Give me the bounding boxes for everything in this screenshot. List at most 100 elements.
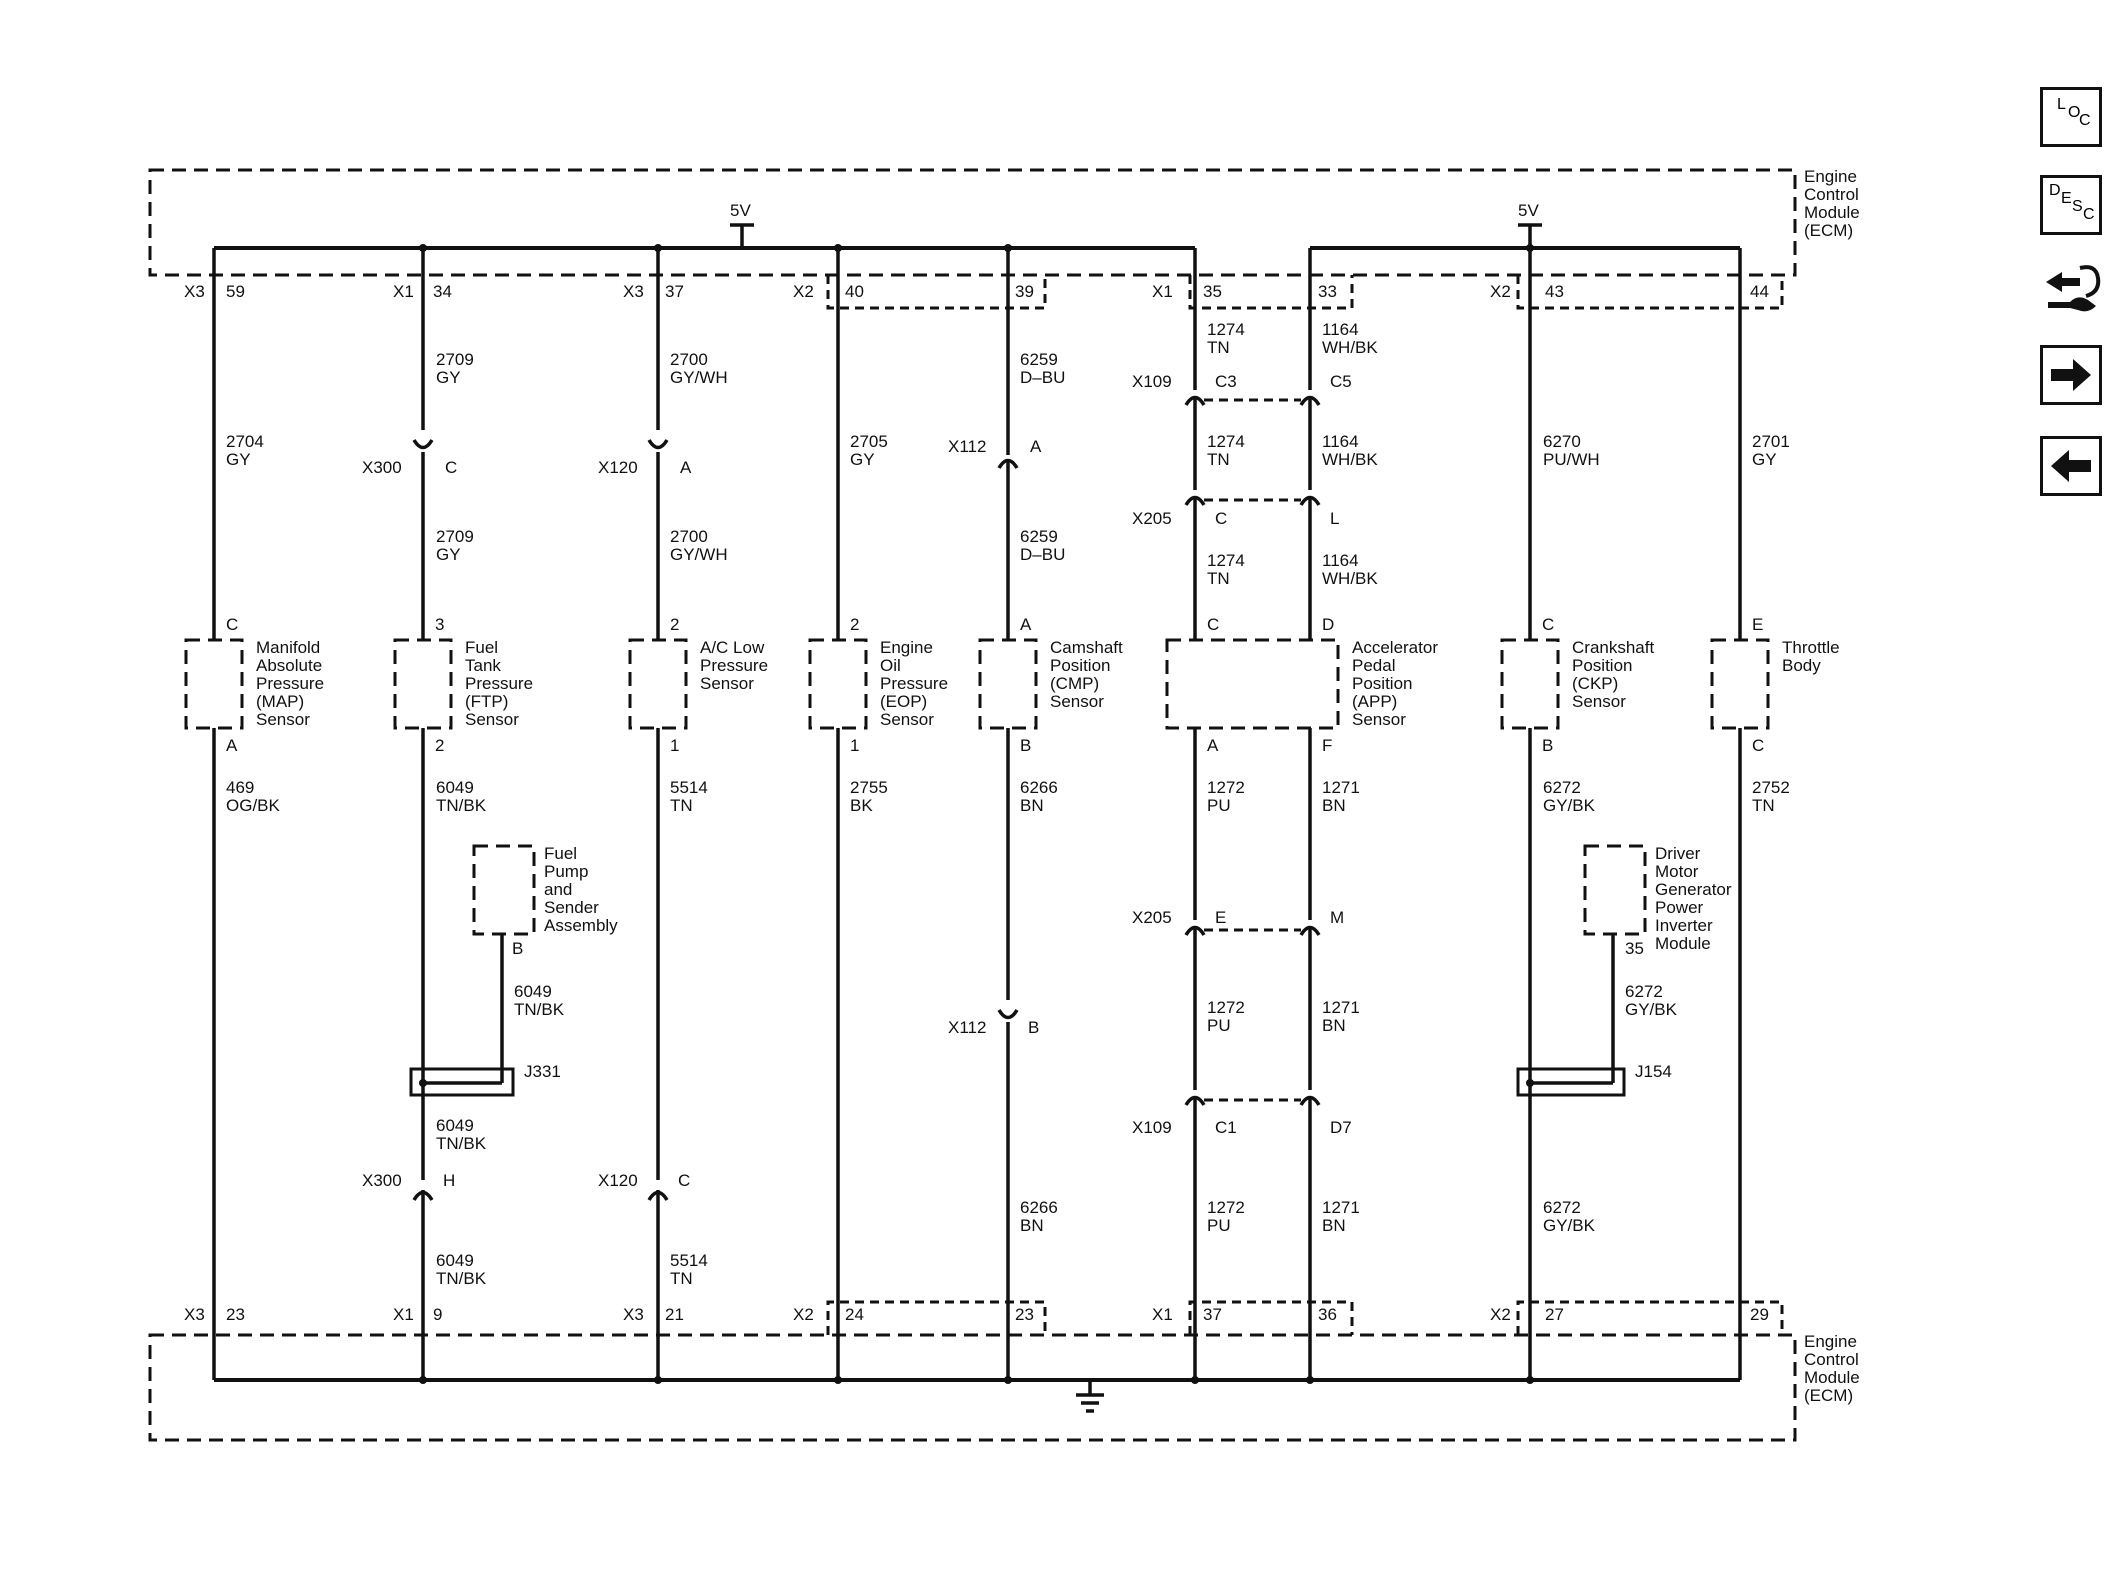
wire-color: WH/BK <box>1322 338 1378 357</box>
cmp-name: (CMP) <box>1050 674 1099 693</box>
pin-label: 37 <box>665 282 684 301</box>
wire-color: WH/BK <box>1322 569 1378 588</box>
wire-circuit: 1274 <box>1207 432 1245 451</box>
wire-circuit: 6259 <box>1020 350 1058 369</box>
dmgpim-name: Module <box>1655 934 1711 953</box>
wire-color: GY <box>1752 450 1777 469</box>
wire-color: GY <box>436 368 461 387</box>
app-pin-top: C <box>1207 615 1219 634</box>
connector-wrench-button[interactable] <box>2040 258 2102 318</box>
tb-circuit: 2701 GY E C Throttle Body 2752 TN <box>1710 248 1840 1380</box>
pin-l: L <box>1330 509 1339 528</box>
conn-label: X3 <box>623 282 644 301</box>
wire-circuit: 1272 <box>1207 1198 1245 1217</box>
eop-name: (EOP) <box>880 692 927 711</box>
wire-color: PU <box>1207 1216 1231 1235</box>
wire-color: TN/BK <box>436 1134 487 1153</box>
wire-circuit: 2709 <box>436 527 474 546</box>
ckp-pin-top: C <box>1542 615 1554 634</box>
pin-h: H <box>443 1171 455 1190</box>
x120-label: X120 <box>598 458 638 477</box>
ac-name: A/C Low <box>700 638 765 657</box>
pin-d7: D7 <box>1330 1118 1352 1137</box>
app-pin-bottom: A <box>1207 736 1219 755</box>
wire-color: TN <box>1207 338 1230 357</box>
cmp-pin-bottom: B <box>1020 736 1031 755</box>
tb-name: Body <box>1782 656 1821 675</box>
wire-circuit: 1272 <box>1207 778 1245 797</box>
pin-label: 59 <box>226 282 245 301</box>
wire-circuit: 6266 <box>1020 778 1058 797</box>
wire-circuit: 1164 <box>1322 320 1359 339</box>
wire-color: GY <box>850 450 875 469</box>
ecm-label-top-2: Control <box>1804 185 1859 204</box>
wire-circuit: 5514 <box>670 778 708 797</box>
previous-button[interactable] <box>2040 436 2102 496</box>
x109-label: X109 <box>1132 1118 1172 1137</box>
map-pin-bottom: A <box>226 736 238 755</box>
pin-label: 33 <box>1318 282 1337 301</box>
pin-label: 35 <box>1203 282 1222 301</box>
supply-5v-right: 5V <box>1518 201 1542 248</box>
conn-label: X2 <box>793 1305 814 1324</box>
wire-circuit: 6049 <box>436 1116 474 1135</box>
wire-color: BN <box>1322 796 1346 815</box>
eop-pin-top: 2 <box>850 615 859 634</box>
app-name: Sensor <box>1352 710 1406 729</box>
wire-circuit: 1274 <box>1207 551 1245 570</box>
next-button[interactable] <box>2040 345 2102 405</box>
ac-pin-bottom: 1 <box>670 736 679 755</box>
fuel-pump-pin: B <box>512 939 523 958</box>
x205-label: X205 <box>1132 509 1172 528</box>
wire-color: TN <box>1752 796 1775 815</box>
pin-c5: C5 <box>1330 372 1352 391</box>
wire-circuit: 2700 <box>670 527 708 546</box>
wire-color: PU <box>1207 796 1231 815</box>
ftp-pin-bottom: 2 <box>435 736 444 755</box>
pin-label: 24 <box>845 1305 864 1324</box>
connector-wrench-icon <box>2046 265 2101 312</box>
wire-circuit: 6270 <box>1543 432 1581 451</box>
pin-label: 9 <box>433 1305 442 1324</box>
pin-label: 43 <box>1545 282 1564 301</box>
wire-circuit: 1274 <box>1207 320 1245 339</box>
ftp-name: Sensor <box>465 710 519 729</box>
desc-button[interactable]: D E S C <box>2040 175 2102 235</box>
ckp-circuit: 6270 PU/WH C B Crankshaft Position (CKP)… <box>1500 248 1732 1380</box>
pin-b: B <box>1028 1018 1039 1037</box>
wire-circuit: 6266 <box>1020 1198 1058 1217</box>
wire-color: GY/WH <box>670 368 728 387</box>
desc-icon: D E S C <box>2049 182 2095 223</box>
tb-name: Throttle <box>1782 638 1840 657</box>
pin-m: M <box>1330 908 1344 927</box>
conn-label: X3 <box>184 282 205 301</box>
pin-label: 23 <box>226 1305 245 1324</box>
pin-label: 27 <box>1545 1305 1564 1324</box>
wire-color: TN <box>1207 450 1230 469</box>
app-name: Pedal <box>1352 656 1395 675</box>
fuel-pump-name: and <box>544 880 572 899</box>
conn-label: X2 <box>793 282 814 301</box>
app-name: (APP) <box>1352 692 1397 711</box>
pin-label: 37 <box>1203 1305 1222 1324</box>
wire-circuit: 6259 <box>1020 527 1058 546</box>
ecm-label-top-3: Module <box>1804 203 1860 222</box>
map-name: Sensor <box>256 710 310 729</box>
app-name: Accelerator <box>1352 638 1438 657</box>
ftp-name: Fuel <box>465 638 498 657</box>
pin-label: 36 <box>1318 1305 1337 1324</box>
pin-a: A <box>1030 437 1042 456</box>
map-circuit: 2704 GY 469 OG/BK C A Manifold Absolute … <box>184 248 324 1380</box>
dmgpim-name: Power <box>1655 898 1704 917</box>
eop-name: Oil <box>880 656 901 675</box>
wire-circuit: 2709 <box>436 350 474 369</box>
wire-circuit: 2704 <box>226 432 264 451</box>
pin-label: 40 <box>845 282 864 301</box>
wire-circuit: 6049 <box>436 1251 474 1270</box>
j154-label: J154 <box>1635 1062 1672 1081</box>
loc-button[interactable]: L O C <box>2040 87 2102 147</box>
bottom-connector-labels: X3 23 X1 9 X3 21 X2 24 23 X1 37 36 X2 27… <box>184 1305 1769 1324</box>
conn-label: X2 <box>1490 1305 1511 1324</box>
ftp-circuit: 2709 GY X300 C 2709 GY 3 2 Fuel Tank Pre… <box>362 248 618 1380</box>
ac-circuit: 2700 GY/WH X120 A 2700 GY/WH 2 1 A/C Low… <box>598 248 768 1380</box>
